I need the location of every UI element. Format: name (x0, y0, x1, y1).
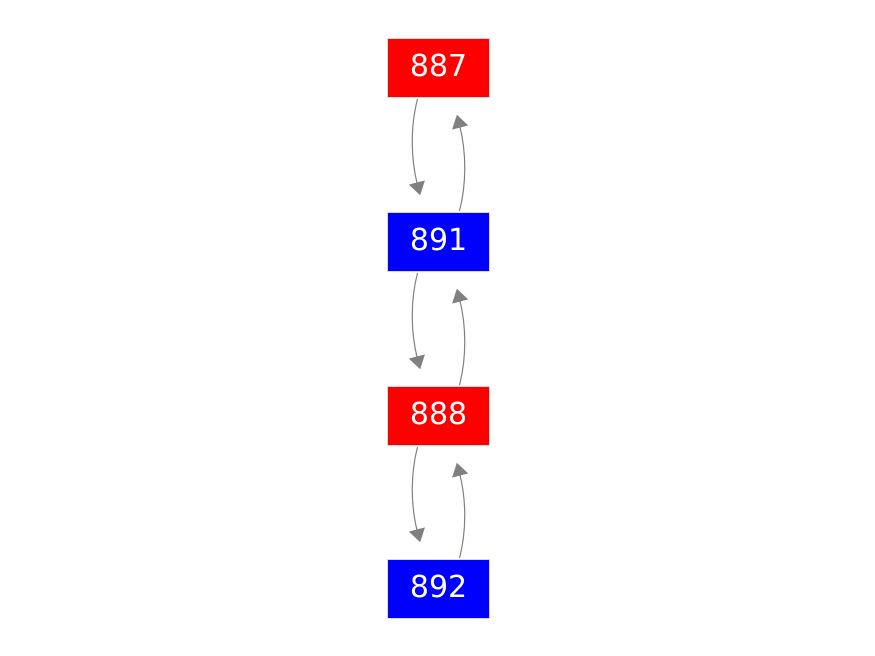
graph-node-label: 892 (409, 570, 468, 605)
graph-node-888[interactable]: 888 (387, 386, 490, 446)
graph-node-887[interactable]: 887 (387, 38, 490, 98)
graph-node-label: 891 (409, 223, 468, 258)
edge-888-to-891 (452, 288, 469, 386)
edge-891-to-888 (408, 272, 425, 370)
graph-node-891[interactable]: 891 (387, 212, 490, 272)
graph-node-892[interactable]: 892 (387, 559, 490, 619)
edge-891-to-887 (452, 114, 469, 212)
graph-node-label: 887 (409, 49, 468, 84)
edge-892-to-888 (452, 462, 469, 559)
edge-888-to-892 (408, 446, 425, 543)
edge-887-to-891 (408, 98, 425, 196)
graph-node-label: 888 (409, 397, 468, 432)
